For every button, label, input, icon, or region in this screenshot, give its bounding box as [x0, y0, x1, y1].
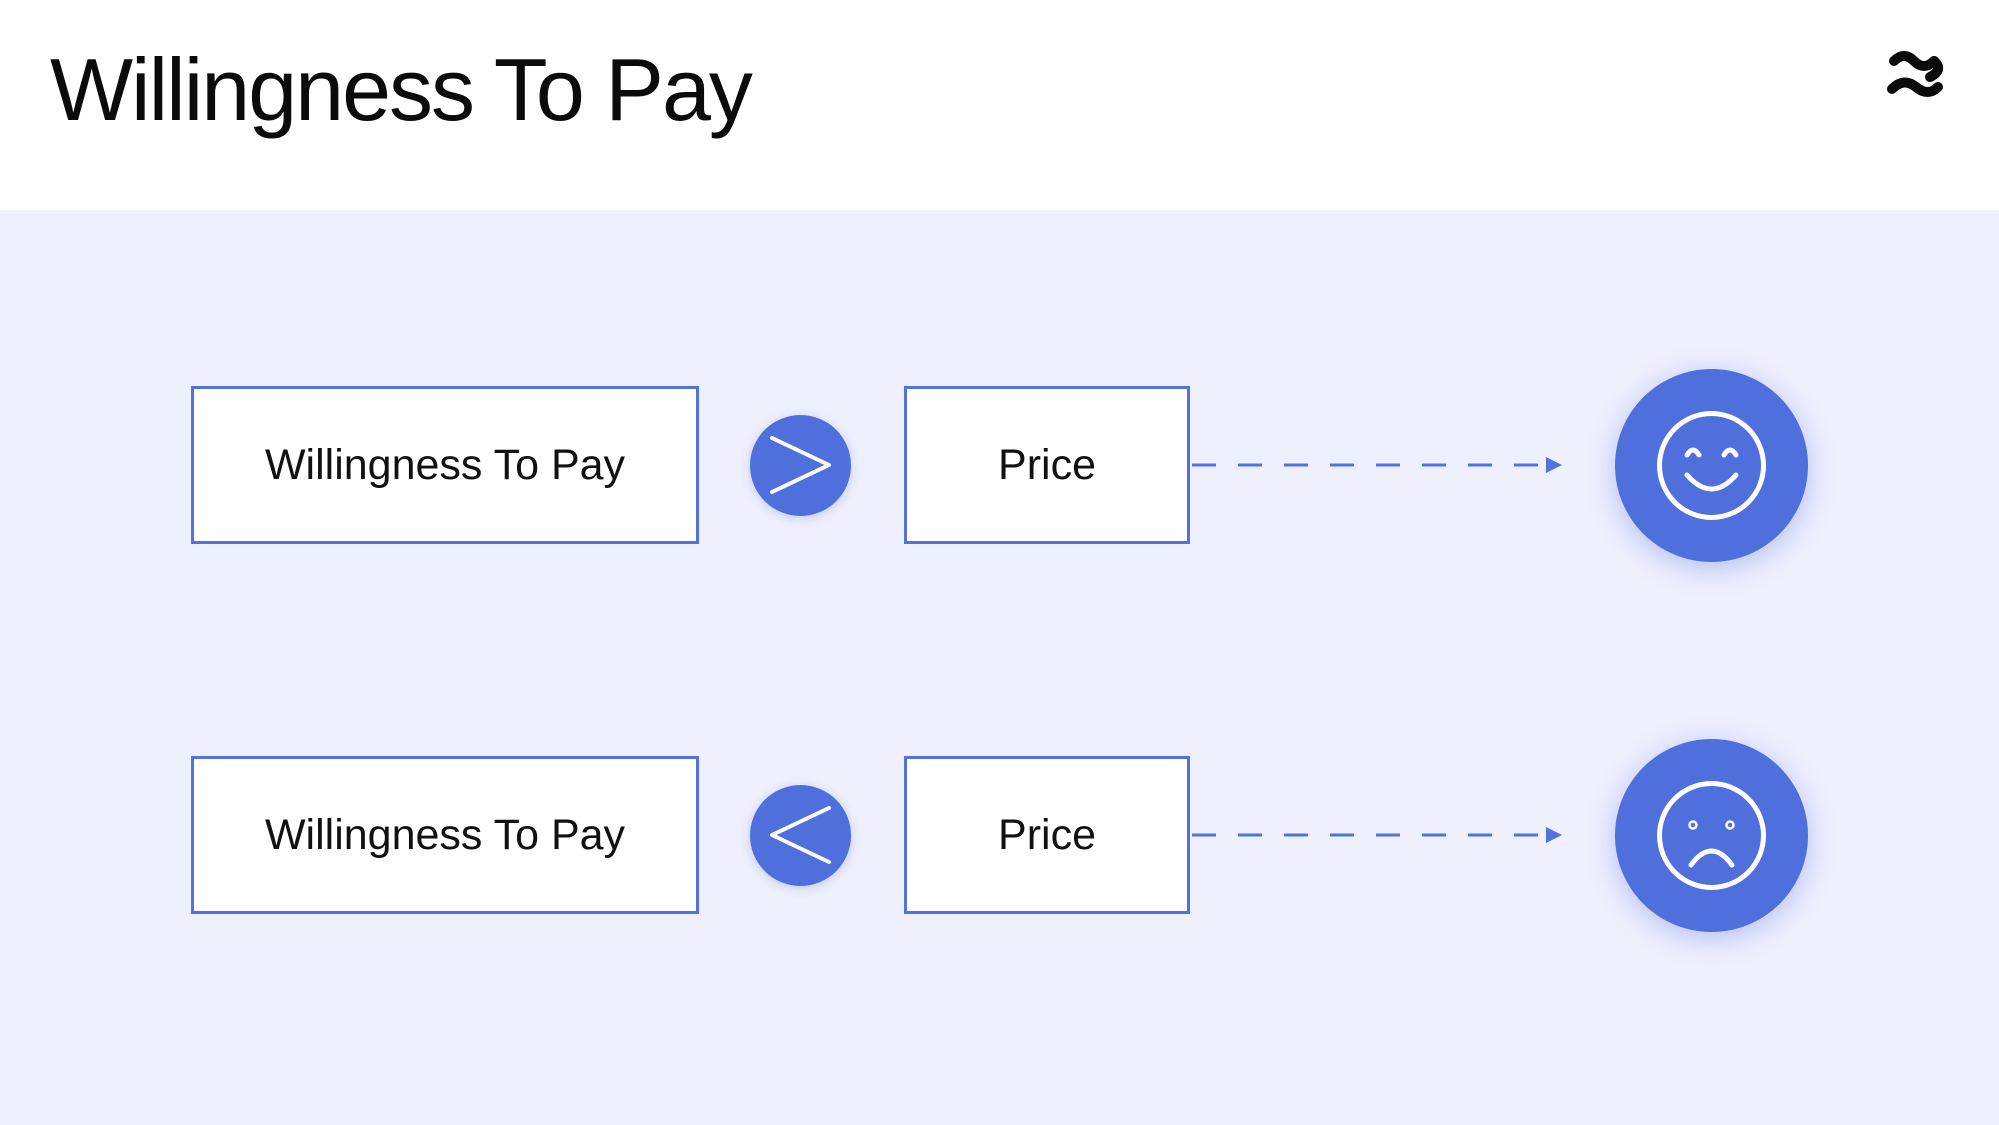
- willingness-to-pay-box: Willingness To Pay: [191, 386, 699, 544]
- willingness-to-pay-box: Willingness To Pay: [191, 756, 699, 914]
- brand-logo-icon: [1887, 51, 1944, 97]
- price-box: Price: [904, 756, 1190, 914]
- dashed-arrow-icon: [1192, 457, 1562, 473]
- dashed-arrow-icon: [1192, 827, 1562, 843]
- price-box: Price: [904, 386, 1190, 544]
- slide-title: Willingness To Pay: [50, 40, 753, 139]
- sad-face-icon: [1615, 739, 1808, 932]
- less-than-icon: [750, 785, 851, 886]
- greater-than-icon: [750, 415, 851, 516]
- slide-header: Willingness To Pay: [0, 0, 1999, 210]
- smiley-face-icon: [1615, 369, 1808, 562]
- diagram-panel: [0, 210, 1999, 1125]
